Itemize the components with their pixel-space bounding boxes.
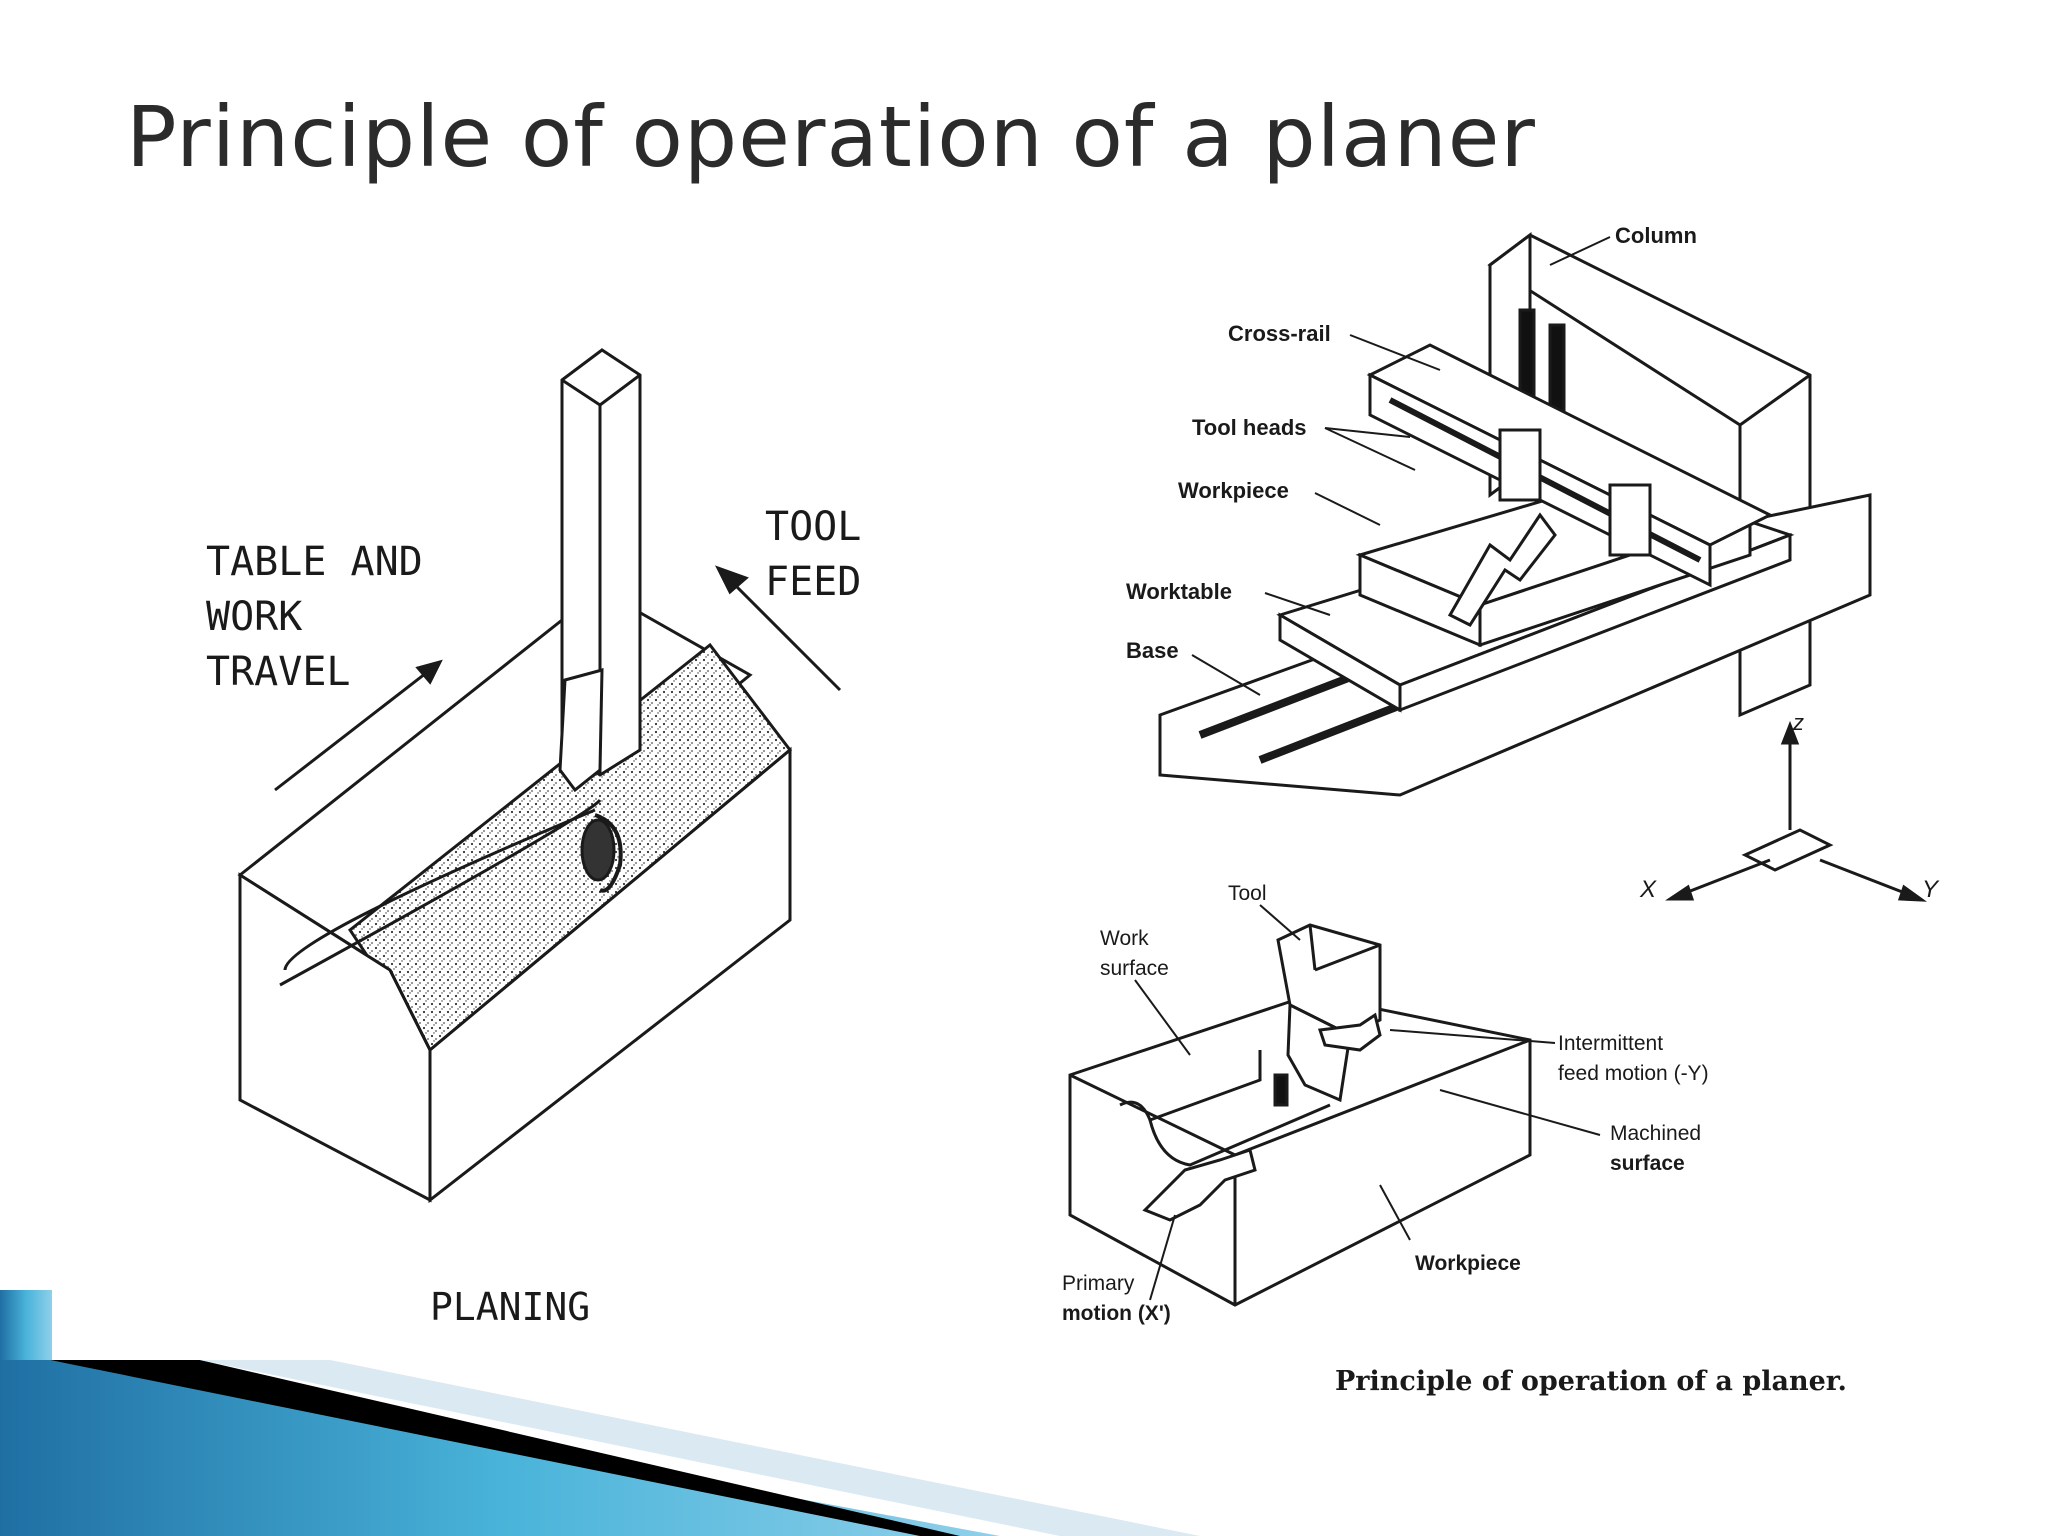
label-machined-1: Machined xyxy=(1610,1122,1701,1145)
label-primary-2: motion (X') xyxy=(1062,1302,1171,1325)
label-intermittent-1: Intermittent xyxy=(1558,1032,1663,1055)
label-column: Column xyxy=(1615,223,1697,248)
table-travel-label-3: TRAVEL xyxy=(206,649,351,695)
label-cross-rail: Cross-rail xyxy=(1228,321,1331,346)
planing-illustration: TABLE AND WORK TRAVEL TOOL FEED PLANING xyxy=(190,330,910,1340)
label-intermittent-2: feed motion (-Y) xyxy=(1558,1062,1709,1085)
tool-feed-arrow xyxy=(714,565,842,692)
operation-caption: Principle of operation of a planer. xyxy=(1335,1366,1847,1397)
label-worktable: Worktable xyxy=(1126,579,1232,604)
slide-title: Principle of operation of a planer xyxy=(126,88,1536,186)
label-tool-heads: Tool heads xyxy=(1192,415,1307,440)
label-workpiece: Workpiece xyxy=(1178,478,1289,503)
tool-feed-label-2: FEED xyxy=(765,559,861,605)
label-machined-2: surface xyxy=(1610,1152,1685,1175)
label-base: Base xyxy=(1126,638,1179,663)
label-tool: Tool xyxy=(1228,882,1267,905)
table-travel-arrow xyxy=(274,659,443,792)
label-work-surface-2: surface xyxy=(1100,957,1169,980)
label-work-surface-1: Work xyxy=(1100,927,1149,950)
feed-motion-arrow xyxy=(1317,1012,1382,1052)
operation-principle-diagram: Tool Work surface Intermittent feed moti… xyxy=(1060,875,1960,1435)
axis-z-label: z xyxy=(1792,710,1804,735)
planing-caption: PLANING xyxy=(430,1285,590,1329)
cutting-tool xyxy=(279,348,642,987)
table-travel-label-1: TABLE AND xyxy=(206,539,423,585)
axis-x-label: X xyxy=(1639,876,1657,903)
tool-feed-label-1: TOOL xyxy=(765,504,861,550)
table-travel-label-2: WORK xyxy=(206,594,302,640)
primary-motion-arrow xyxy=(1142,1148,1257,1222)
label-primary-1: Primary xyxy=(1062,1272,1135,1295)
axis-indicator xyxy=(1665,720,1927,902)
label-workpiece-bottom: Workpiece xyxy=(1415,1252,1521,1275)
planer-machine-diagram: z X Y Column Cross-rail Tool heads Workp… xyxy=(1110,215,2010,930)
axis-y-label: Y xyxy=(1922,876,1940,903)
